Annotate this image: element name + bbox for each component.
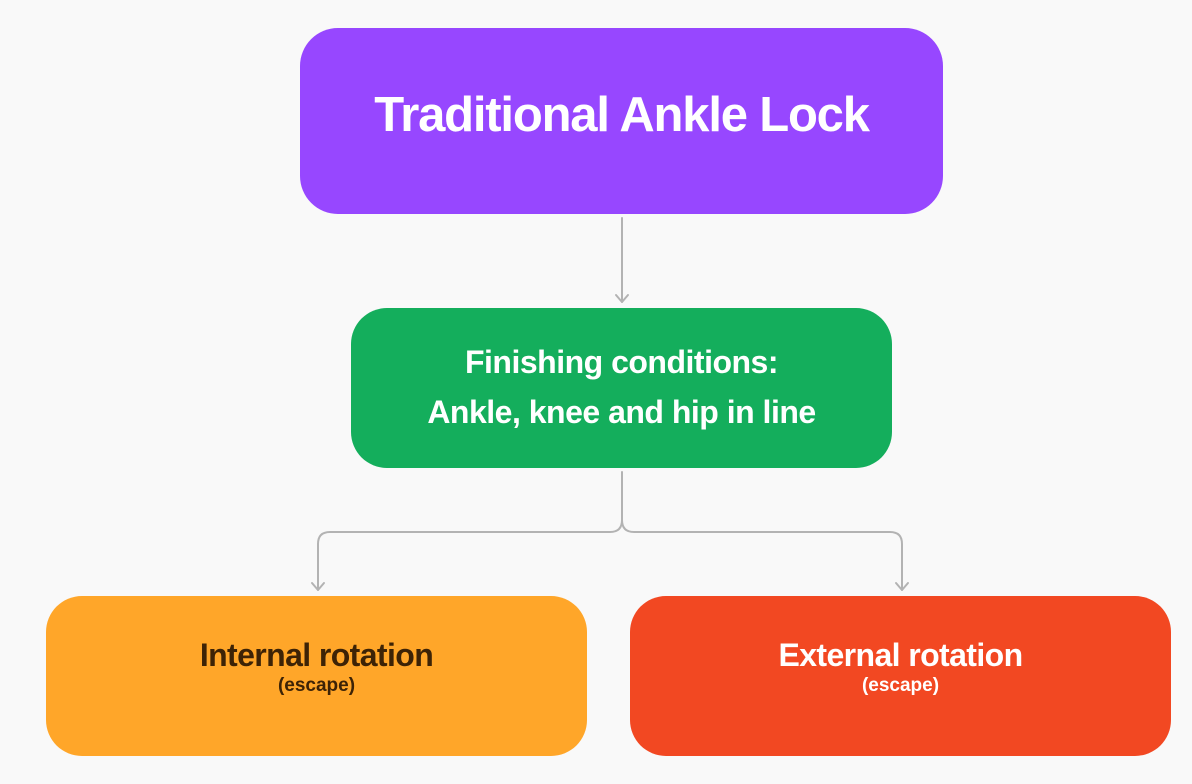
node-middle-line1: Finishing conditions: [464,344,779,380]
node-right-label: External rotation [778,637,1023,673]
node-internal-rotation: Internal rotation (escape) [46,596,587,756]
edge-group [311,217,909,591]
node-right-sublabel: (escape) [861,675,940,696]
node-traditional-ankle-lock: Traditional Ankle Lock [300,28,943,214]
edge-middle-to-left-arrowhead [311,582,325,591]
node-middle-line2: Ankle, knee and hip in line [427,394,816,430]
edge-middle-to-right [621,519,903,591]
node-finishing-conditions: Finishing conditions: Ankle, knee and hi… [351,308,892,468]
node-external-rotation: External rotation (escape) [630,596,1171,756]
edge-middle-to-right-arrowhead [895,582,909,591]
node-left-sublabel: (escape) [277,675,356,696]
node-top-label: Traditional Ankle Lock [374,88,870,142]
node-left-label: Internal rotation [199,637,434,673]
edge-middle-to-left [317,471,623,591]
edge-top-to-middle-arrowhead [615,294,629,303]
